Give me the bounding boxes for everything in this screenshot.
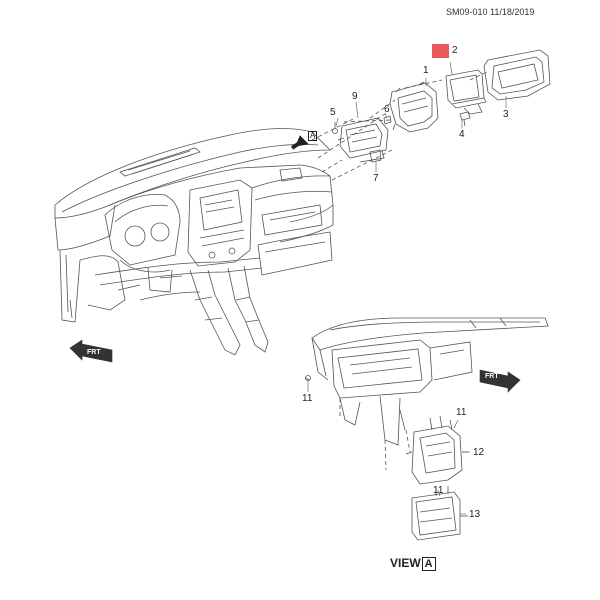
callout-12: 12 (473, 447, 485, 458)
callout-4: 4 (459, 129, 465, 140)
callout-11-module: 11 (433, 485, 444, 496)
callout-7: 7 (373, 173, 379, 184)
part-12-bracket-drawing (405, 415, 468, 485)
callout-13: 13 (469, 509, 481, 520)
part-1-frame-drawing (389, 81, 439, 133)
part-2-display-drawing (445, 69, 487, 115)
view-caption-letter: A (421, 557, 436, 571)
part-6-drawing (383, 115, 392, 125)
highlight-marker (432, 44, 449, 58)
forward-arrow-view-drawing (479, 369, 521, 393)
forward-arrow-main-drawing (69, 339, 113, 363)
part-11-fastener-drawing (305, 375, 311, 381)
view-caption-text: VIEW (390, 556, 421, 570)
callout-2: 2 (452, 45, 458, 56)
view-a-arrow-drawing (290, 135, 309, 150)
callout-5: 5 (330, 107, 336, 118)
part-13-module-drawing (411, 486, 468, 541)
part-4-drawing (459, 111, 471, 127)
callout-3: 3 (503, 109, 509, 120)
callout-1: 1 (423, 65, 429, 76)
forward-label-main: FRT (87, 349, 101, 356)
view-a-drawing (304, 317, 549, 471)
callout-11-bracket: 11 (456, 407, 467, 418)
callout-9: 9 (352, 91, 358, 102)
callout-11-fastener: 11 (302, 393, 313, 404)
part-3-bezel-drawing (483, 49, 551, 101)
part-5-screw-drawing (332, 122, 338, 134)
view-marker-letter: A (308, 131, 318, 141)
forward-label-view: FRT (485, 373, 499, 380)
instrument-panel-drawing (54, 128, 334, 356)
document-code: SM09-010 11/18/2019 (446, 7, 535, 17)
part-7-drawing (369, 149, 382, 163)
callout-leaders (307, 61, 507, 515)
callout-6: 6 (384, 104, 390, 115)
part-9-bracket-drawing (337, 117, 389, 163)
